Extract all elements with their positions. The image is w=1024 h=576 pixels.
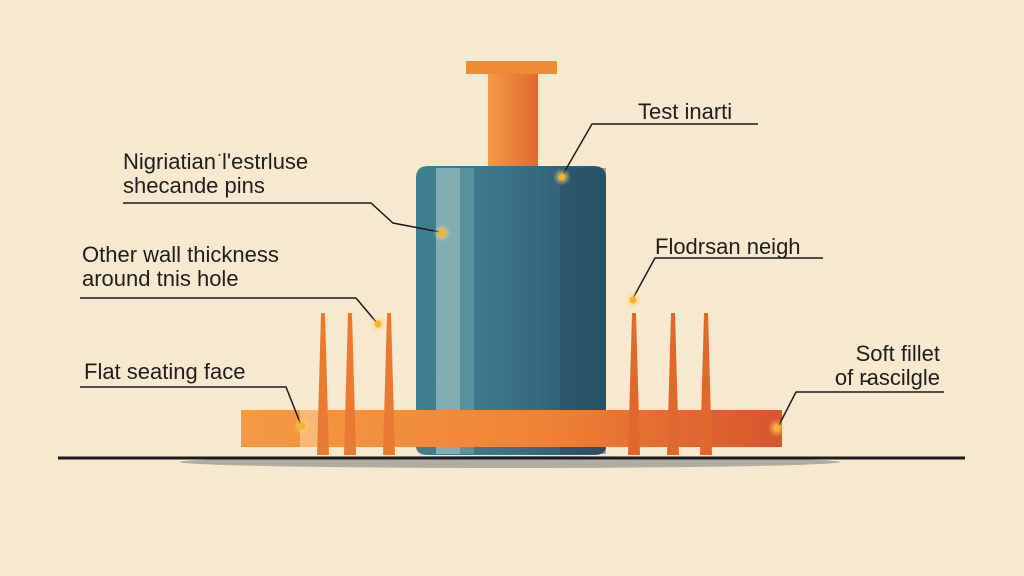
- cylinder-body: [416, 166, 606, 455]
- pins-left: [317, 313, 395, 455]
- leader-test-insert: [561, 123, 758, 177]
- label-line-2: shecande pins: [123, 173, 265, 198]
- marker-dot: [298, 422, 306, 430]
- label-line-2: of r̵ascilgle: [834, 365, 940, 390]
- label-migration-pins: Nigriatian͘ l'estrluse shecande pins: [123, 150, 308, 198]
- markers: [293, 168, 786, 437]
- cylinder-highlight: [436, 168, 460, 454]
- leader-wall-thickness: [80, 297, 378, 324]
- label-line-1: Soft fillet: [855, 341, 940, 366]
- pin: [344, 313, 356, 455]
- pin: [700, 313, 712, 455]
- cylinder-highlight-soft: [460, 168, 474, 454]
- pin: [383, 313, 395, 455]
- label-line-1: Nigriatian͘ l'estrluse: [123, 149, 309, 174]
- leader-flodrsan: [631, 257, 823, 301]
- label-text: Flodrsan neigh: [655, 234, 801, 259]
- label-line-2: around tnis hole: [82, 266, 239, 291]
- cylinder-shade: [560, 168, 606, 454]
- label-test-insert: Test inarti: [638, 100, 732, 124]
- label-soft-fillet: Soft fillet of r̵ascilgle: [780, 342, 940, 390]
- pin: [317, 313, 329, 455]
- base-plate: [241, 410, 782, 447]
- stem-cap: [466, 61, 557, 74]
- pin: [628, 313, 640, 455]
- marker-dot: [629, 296, 637, 304]
- pins-right: [628, 313, 712, 455]
- marker-dot: [773, 424, 781, 432]
- leader-flat-face: [80, 386, 302, 426]
- marker-dot: [374, 320, 382, 328]
- label-text: Flat seating face: [84, 359, 246, 384]
- label-line-1: Other wall thickness: [82, 242, 279, 267]
- leader-soft-fillet: [777, 391, 944, 428]
- stem: [488, 74, 538, 168]
- pin: [667, 313, 679, 455]
- marker-dot: [438, 229, 446, 237]
- label-text: Test inarti: [638, 99, 733, 124]
- leader-lines: [80, 123, 944, 428]
- marker-dot: [558, 173, 566, 181]
- label-flodrsan: Flodrsan neigh: [655, 235, 801, 259]
- label-flat-face: Flat seating face: [84, 360, 245, 384]
- leader-migration-pins: [123, 202, 441, 233]
- label-wall-thickness: Other wall thickness around tnis hole: [82, 243, 279, 291]
